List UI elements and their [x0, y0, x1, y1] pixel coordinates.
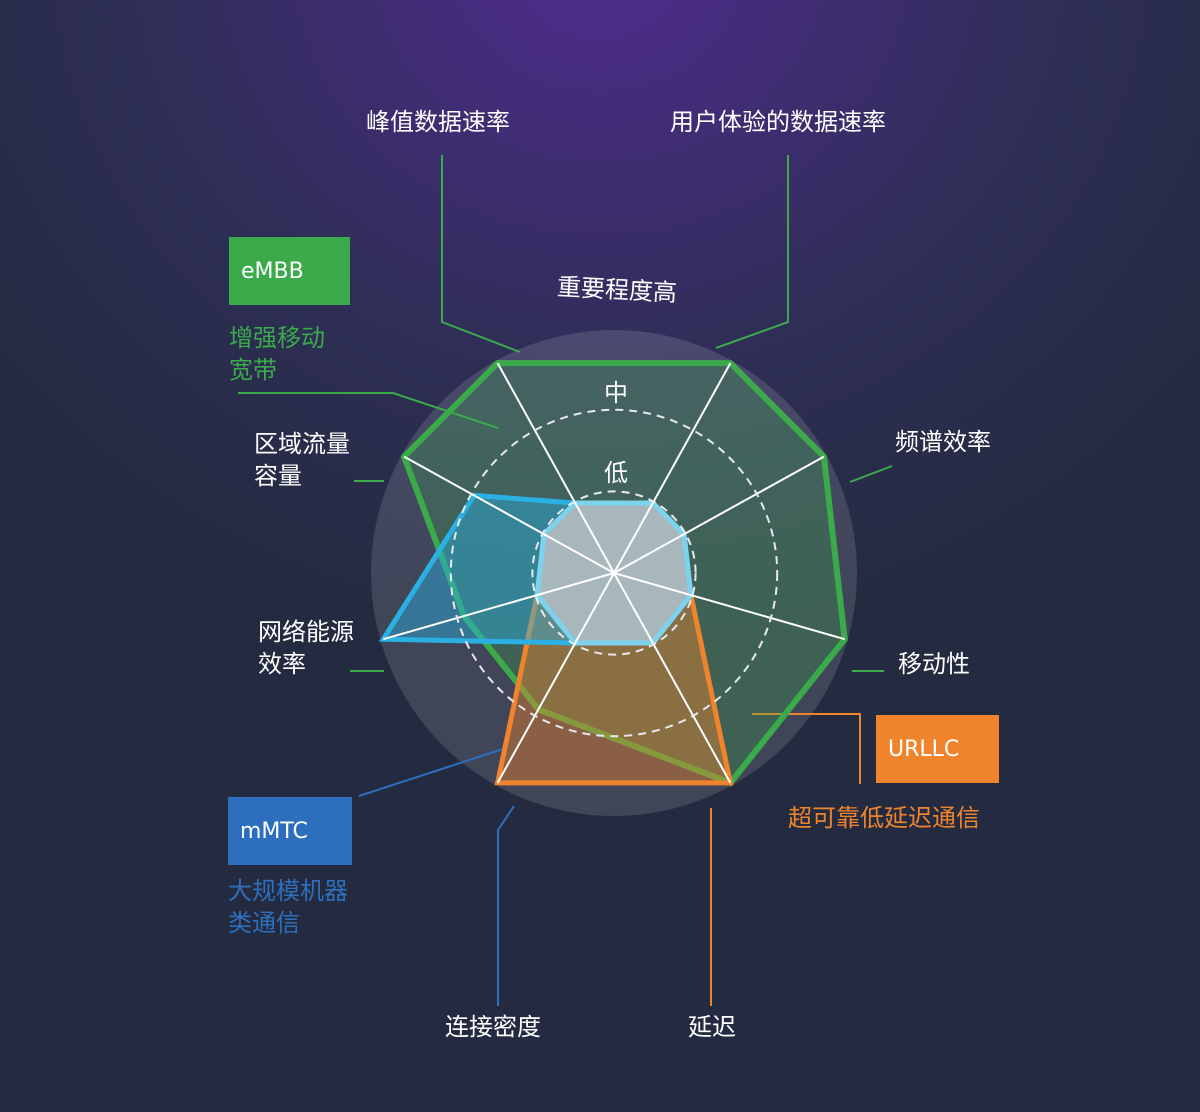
leader-peak-rate [441, 155, 521, 353]
axis-spoke [613, 455, 825, 574]
axis-spoke [613, 362, 732, 574]
axis-spoke [383, 572, 615, 641]
axis-label-mobility: 移动性 [898, 650, 970, 678]
axis-spoke [496, 572, 615, 784]
scale-ring-low [531, 490, 697, 656]
legend-embb-box: eMBB [229, 237, 350, 305]
legend-mmtc-box: mMTC [228, 797, 352, 865]
axis-spoke [613, 572, 845, 641]
legend-embb-name: eMBB [241, 258, 304, 284]
leader-embb [238, 392, 499, 429]
legend-urllc-description: 超可靠低延迟通信 [788, 804, 980, 832]
leader-mmtc [358, 747, 507, 797]
axis-label-network-energy-efficiency: 网络能源 效率 [258, 618, 354, 678]
scale-label-mid: 中 [604, 379, 628, 407]
legend-embb-description: 增强移动 宽带 [229, 324, 325, 384]
legend-urllc-name: URLLC [888, 736, 960, 762]
axis-spoke [613, 572, 732, 784]
leader-spectral [849, 465, 893, 483]
leader-user-rate [715, 155, 789, 349]
axis-label-peak-data-rate: 峰值数据速率 [366, 108, 510, 136]
leader-connection-density [497, 805, 515, 1006]
scale-label-high: 重要程度高 [556, 272, 678, 308]
legend-mmtc-description: 大规模机器 类通信 [228, 877, 348, 937]
axis-label-user-data-rate: 用户体验的数据速率 [670, 108, 886, 136]
legend-urllc-box: URLLC [876, 715, 999, 783]
scale-label-low: 低 [604, 459, 628, 487]
axis-spoke [403, 455, 615, 574]
axis-spoke [496, 362, 615, 574]
axis-label-area-traffic-capacity: 区域流量 容量 [254, 430, 350, 490]
legend-mmtc-name: mMTC [240, 818, 308, 844]
scale-ring-mid [449, 408, 779, 738]
axis-label-latency: 延迟 [688, 1013, 736, 1041]
axis-label-spectral-efficiency: 频谱效率 [895, 428, 991, 456]
axis-label-connection-density: 连接密度 [445, 1013, 541, 1041]
